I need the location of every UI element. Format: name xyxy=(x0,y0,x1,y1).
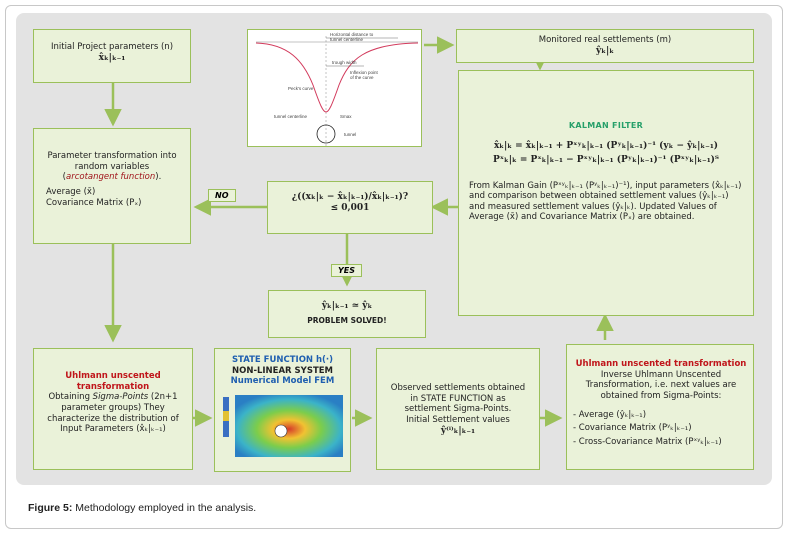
uut2-title: Uhlmann unscented transformation xyxy=(575,359,747,369)
uut1-line1: Obtaining Sigma-Points (2n+1 xyxy=(38,392,188,403)
peck-curve-chart: Horizontal distance to tunnel centerline… xyxy=(255,32,419,146)
tunnel-circle xyxy=(316,124,336,144)
figure-caption: Figure 5: Methodology employed in the an… xyxy=(28,502,256,514)
kalman-text: From Kalman Gain (Pˣʸₖ|ₖ₋₁ (Pʸₖ|ₖ₋₁)⁻¹),… xyxy=(469,180,742,223)
uhlmann-box-right: Uhlmann unscented transformation Inverse… xyxy=(566,344,754,470)
uut2-line1: Inverse Uhlmann Unscented xyxy=(600,369,722,380)
solved-math: ŷₖ|ₖ₋₁ ≃ ŷₖ xyxy=(321,301,373,311)
uut1-line2: parameter groups) They xyxy=(61,402,165,413)
uut1-line1a: Obtaining xyxy=(48,392,93,403)
param-line4: Average (x̄) xyxy=(46,186,96,197)
uut2-item2: - Covariance Matrix (Pʸₖ|ₖ₋₁) xyxy=(573,423,692,434)
fem-tunnel xyxy=(274,424,287,438)
state-line1: STATE FUNCTION h(·) xyxy=(231,355,334,365)
label-inflexion2: of the curve xyxy=(350,75,374,80)
kalman-title: KALMAN FILTER xyxy=(568,121,644,130)
caption-label: Figure 5: xyxy=(28,502,73,514)
monitored-settlements-box: Monitored real settlements (m) ŷₖ|ₖ xyxy=(456,29,754,63)
uut1-title2: transformation xyxy=(76,381,150,392)
settlement-curve xyxy=(255,42,419,113)
uut1-line3: characterize the distribution of xyxy=(47,413,179,424)
uut1-italic: Sigma-Points xyxy=(92,392,149,403)
uut2-line2: Transformation, i.e. next values are xyxy=(585,380,737,391)
label-horizontal: Horizontal distance to xyxy=(330,32,374,37)
monitored-settlements-label: Monitored real settlements (m) xyxy=(538,35,672,45)
observed-line1: Observed settlements obtained xyxy=(390,383,526,393)
param-paren-close: ). xyxy=(155,172,162,183)
param-italic: arcotangent function xyxy=(66,172,156,183)
observed-line3: settlement Sigma-Points. xyxy=(404,404,512,415)
initial-parameters-box: Initial Project parameters (n) x̂ₖ|ₖ₋₁ xyxy=(33,29,191,83)
fem-contour xyxy=(234,394,343,457)
label-trough: trough width xyxy=(332,60,357,65)
uut1-line4: Input Parameters (x̂ₖ|ₖ₋₁) xyxy=(60,424,166,435)
label-tunnel: tunnel xyxy=(344,132,356,137)
observed-line4: Initial Settlement values xyxy=(406,414,510,425)
monitored-settlements-math: ŷₖ|ₖ xyxy=(596,45,614,56)
label-peck: Peck's curve xyxy=(288,86,314,91)
caption-text: Methodology employed in the analysis. xyxy=(72,502,257,514)
uut1-title1: Uhlmann unscented xyxy=(65,371,161,381)
label-centerline: tunnel centerline xyxy=(274,114,308,119)
label-inflexion: Inflexion point xyxy=(350,70,379,75)
observed-line2: in STATE FUNCTION as xyxy=(410,393,506,404)
param-line1: Parameter transformation into xyxy=(47,151,177,161)
uut1-line1b: (2n+1 xyxy=(148,392,178,403)
param-line2: random variables xyxy=(74,161,150,172)
param-line5: Covariance Matrix (Pₓ) xyxy=(46,197,142,208)
observed-math: ŷ⁽ⁱ⁾ₖ|ₖ₋₁ xyxy=(440,425,476,436)
observed-settlements-box: Observed settlements obtained in STATE F… xyxy=(376,348,540,470)
state-line2: NON-LINEAR SYSTEM xyxy=(231,365,334,376)
parameter-transformation-box: Parameter transformation into random var… xyxy=(33,128,191,244)
solved-label: PROBLEM SOLVED! xyxy=(307,316,387,326)
initial-parameters-math: x̂ₖ|ₖ₋₁ xyxy=(98,52,126,63)
condition-box: ¿((xₖ|ₖ − x̂ₖ|ₖ₋₁)/x̂ₖ|ₖ₋₁)? ≤ 0,001 xyxy=(267,181,433,234)
problem-solved-box: ŷₖ|ₖ₋₁ ≃ ŷₖ PROBLEM SOLVED! xyxy=(268,290,426,338)
label-smax: Smax xyxy=(340,114,352,119)
condition-math1: ¿((xₖ|ₖ − x̂ₖ|ₖ₋₁)/x̂ₖ|ₖ₋₁)? xyxy=(291,192,409,202)
no-tag: NO xyxy=(208,189,236,202)
state-function-box: STATE FUNCTION h(·) NON-LINEAR SYSTEM Nu… xyxy=(214,348,351,472)
uut2-line3: obtained from Sigma-Points: xyxy=(600,390,722,401)
initial-parameters-label: Initial Project parameters (n) xyxy=(50,42,174,52)
condition-math2: ≤ 0,001 xyxy=(330,203,370,214)
kalman-eq2: Pˣₖ|ₖ = Pˣₖ|ₖ₋₁ − Pˣʸₖ|ₖ₋₁ (Pʸₖ|ₖ₋₁)⁻¹ (… xyxy=(493,155,719,166)
kalman-eq1: x̂ₖ|ₖ = x̂ₖ|ₖ₋₁ + Pˣʸₖ|ₖ₋₁ (Pʸₖ|ₖ₋₁)⁻¹ (… xyxy=(493,141,719,151)
peck-curve-figure: Horizontal distance to tunnel centerline… xyxy=(247,29,422,147)
uhlmann-box-left: Uhlmann unscented transformation Obtaini… xyxy=(33,348,193,470)
param-line3: (arcotangent function). xyxy=(38,172,186,183)
label-horizontal2: tunnel centerline xyxy=(330,37,364,42)
fem-model-image xyxy=(222,394,343,457)
uut2-item3: - Cross-Covariance Matrix (Pˣʸₖ|ₖ₋₁) xyxy=(573,436,722,447)
param-paren-open: ( xyxy=(62,172,66,183)
state-line3: Numerical Model FEM xyxy=(230,376,335,387)
uut2-item1: - Average (ŷₖ|ₖ₋₁) xyxy=(573,409,647,420)
kalman-filter-box: KALMAN FILTER x̂ₖ|ₖ = x̂ₖ|ₖ₋₁ + Pˣʸₖ|ₖ₋₁… xyxy=(458,70,754,316)
yes-tag: YES xyxy=(331,264,363,277)
